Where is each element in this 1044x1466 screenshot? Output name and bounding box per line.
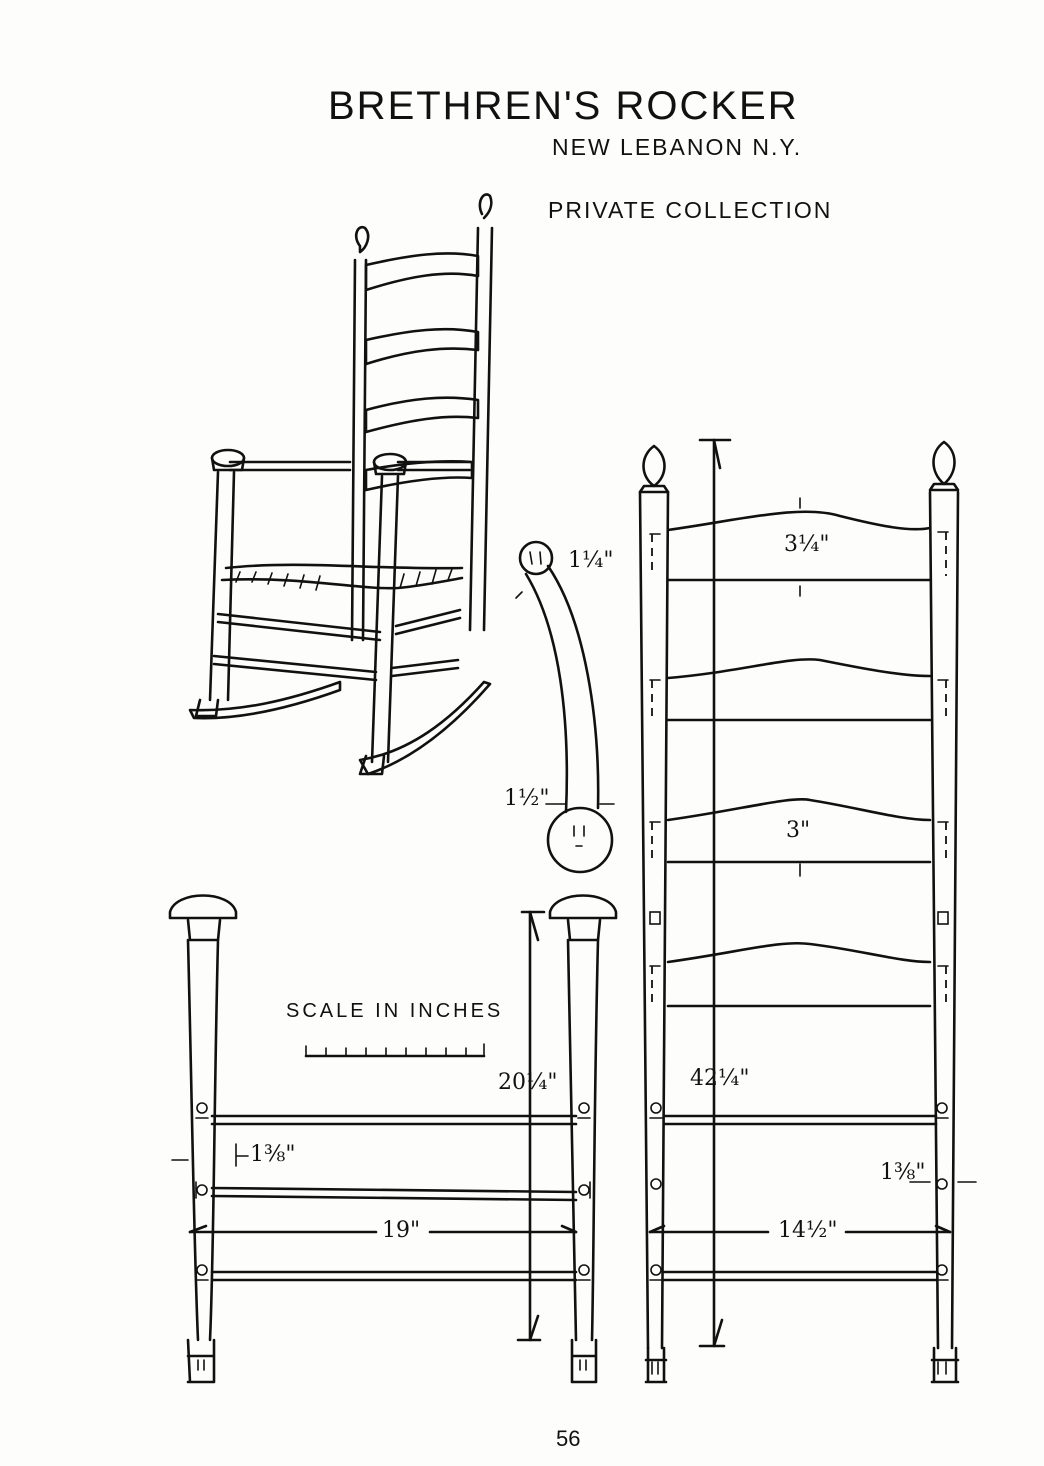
back-rung-spacing-label: 1⅜" [880, 1160, 925, 1185]
front-width-label: 19" [382, 1218, 420, 1243]
rocker-thickness-label: 1½" [504, 786, 549, 811]
drawing-location: NEW LEBANON N.Y. [552, 134, 802, 161]
chair-perspective-view [190, 194, 492, 774]
front-elevation-view [170, 896, 616, 1383]
top-slat-width-label: 3¼" [784, 532, 829, 557]
front-post-height-label: 20¼" [498, 1070, 557, 1095]
rocker-profile-view [516, 542, 614, 872]
overall-height-label: 42¼" [690, 1066, 749, 1091]
front-rung-spacing-label: 1⅜" [250, 1142, 295, 1167]
lower-slat-width-label: 3" [786, 818, 810, 843]
back-width-label: 14½" [778, 1218, 837, 1243]
drawing-collection: PRIVATE COLLECTION [548, 197, 832, 224]
page-number: 56 [556, 1426, 580, 1452]
drawing-title: BRETHREN'S ROCKER [328, 84, 799, 129]
finial-diameter-label: 1¼" [568, 548, 613, 573]
scale-label: SCALE IN INCHES [286, 1000, 503, 1023]
